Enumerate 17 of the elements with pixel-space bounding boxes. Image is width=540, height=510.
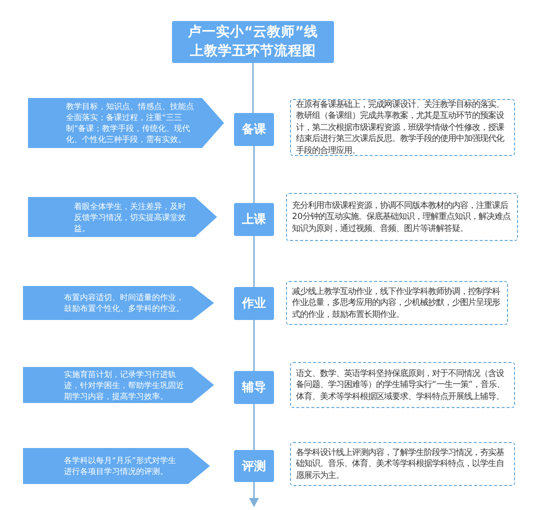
connector-line (253, 404, 255, 450)
connector-line (253, 146, 255, 203)
step-box: 备课 (234, 113, 274, 146)
note-box: 各学科设计线上评测内容，了解学生阶段学习情况，夯实基础知识。音乐、体育、美术等学科根据学科特点，以学生自愿展示为主。 (290, 442, 515, 486)
note-box: 语文、数学、英语学科坚持保底原则，对于不同情况（含设备问题、学习困难等）的学生辅导实行“一生一策”，音乐、体育、美术等学科根据区域要求、学科特点开展线上辅导。 (290, 362, 515, 408)
title-box: 卢一实小“云教师”线上教学五环节流程图 (172, 21, 334, 63)
connector-line (252, 63, 254, 113)
arrow (249, 482, 259, 507)
note-box: 减少线上教学互动作业，线下作业学科教师协调，控制学科作业总量，多思考应用的内容，少机械抄默，少图片呈现形式的作业，鼓励布置长期作业。 (286, 281, 508, 325)
step-box: 作业 (234, 287, 274, 320)
connector-line (253, 320, 255, 371)
note-box: 充分利用市级课程资源，协调不同版本教材的内容，注重课后20分钟的互动实施。保底基础知识，理解重点知识，解决难点知识为原则，通过视频、音频、图片等讲解答疑。 (286, 193, 518, 241)
connector-line (253, 236, 255, 287)
note-box: 在原有备课基础上，完成网课设计、关注教学目标的落实。教研组（备课组）完成共享教案，尤其是互动环节的预案设计，第二次根据市级课程资源，班级学情做个性修改，授课结束后进行第三次课后反思。教学手段的使用中加强现代化手段的合理应用。 (290, 99, 515, 156)
step-box: 评测 (234, 450, 274, 482)
step-box: 上课 (234, 203, 274, 236)
step-box: 辅导 (234, 371, 274, 404)
